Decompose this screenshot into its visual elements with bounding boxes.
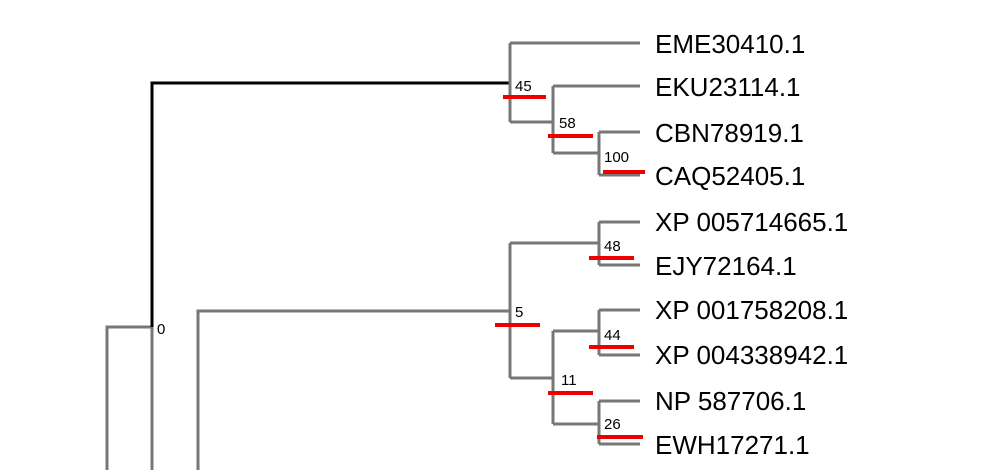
leaf-label: EWH17271.1 <box>655 430 810 460</box>
root-branches <box>105 325 154 470</box>
support-labels: 0 45 58 100 48 5 44 11 26 <box>157 78 629 433</box>
lower-clade-branches <box>196 220 640 470</box>
support-label-node-100: 100 <box>604 149 629 166</box>
leaf-labels: EME30410.1 EKU23114.1 CBN78919.1 CAQ5240… <box>655 29 848 460</box>
leaf-label: EME30410.1 <box>655 29 805 59</box>
leaf-label: NP 587706.1 <box>655 386 806 416</box>
support-label-node-58: 58 <box>559 115 576 132</box>
support-label-node-11: 11 <box>561 372 577 389</box>
leaf-label: XP 005714665.1 <box>655 207 848 237</box>
root-stem-branch <box>105 325 152 470</box>
support-label-node-26: 26 <box>604 416 621 433</box>
leaf-label: XP 001758208.1 <box>655 295 848 325</box>
support-markers <box>495 95 645 439</box>
top-clade-branches <box>150 41 640 327</box>
lower-stem-branch <box>196 309 510 470</box>
support-label-node-0: 0 <box>157 321 165 338</box>
leaf-label: EKU23114.1 <box>655 72 801 102</box>
leaf-label: XP 004338942.1 <box>655 340 848 370</box>
support-label-node-48: 48 <box>604 238 621 255</box>
support-label-node-44: 44 <box>604 327 621 344</box>
leaf-label: CAQ52405.1 <box>655 161 805 191</box>
support-label-node-45: 45 <box>515 78 532 95</box>
leaf-label: CBN78919.1 <box>655 118 804 148</box>
support-label-node-5: 5 <box>515 304 523 321</box>
node-0-to-node-45-branch <box>150 81 510 327</box>
leaf-label: EJY72164.1 <box>655 251 797 281</box>
